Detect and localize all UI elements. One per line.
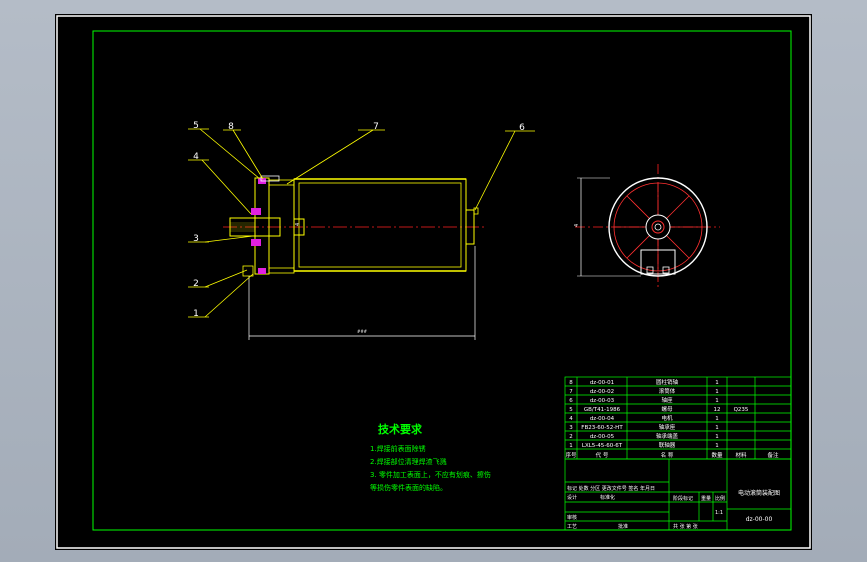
bom-r8-code: LXL5-45-60-6T bbox=[582, 443, 623, 449]
bom-h-code: 代 号 bbox=[596, 451, 609, 459]
bom-r4-mat: Q235 bbox=[734, 407, 749, 413]
tb-drawing-title: 电动滚筒装配图 bbox=[738, 489, 780, 497]
tech-line-3: 3. 零件加工表面上，不应有划痕、擦伤 bbox=[370, 470, 491, 479]
overall-length-label: ### bbox=[357, 329, 368, 334]
tb-scale-val: 1:1 bbox=[715, 510, 723, 516]
tb-sheets: 共 张 第 张 bbox=[673, 523, 698, 530]
inner-frame bbox=[92, 30, 792, 531]
base-mount bbox=[640, 249, 676, 275]
callout-5: 5 bbox=[193, 121, 199, 131]
bom-r8-name: 联轴器 bbox=[659, 441, 676, 449]
bom-r1-code: dz-00-01 bbox=[590, 380, 614, 386]
bearing-seat-lower bbox=[258, 268, 266, 274]
bom-r5-code: dz-00-04 bbox=[590, 416, 615, 422]
tech-line-2: 2.焊接部位清理焊渣飞溅 bbox=[370, 457, 447, 466]
bom-rows: 8 dz-00-01 圆柱销轴 1 7 dz-00-02 滚筒体 1 6 dz-… bbox=[565, 378, 779, 459]
tb-standard: 标准化 bbox=[600, 494, 615, 501]
drum-body bbox=[293, 178, 467, 272]
tb-process: 工艺 bbox=[567, 524, 577, 530]
tb-scale: 比例 bbox=[715, 495, 725, 502]
bom-table bbox=[564, 376, 792, 460]
bom-r2-name: 滚筒体 bbox=[659, 387, 676, 395]
tb-design: 设计 bbox=[567, 494, 577, 501]
callout-2: 2 bbox=[193, 279, 199, 289]
tb-revision-row: 标记 处数 分区 更改文件号 签名 年月日 bbox=[567, 485, 655, 492]
tb-approve: 批准 bbox=[618, 523, 628, 530]
callout-6: 6 bbox=[519, 123, 525, 133]
tech-line-1: 1.焊接前表面除锈 bbox=[370, 444, 426, 453]
assembly-drawing: 4 ### 5 8 7 6 4 3 2 1 bbox=[56, 15, 811, 549]
bom-r4-code: GB/T41-1986 bbox=[584, 407, 621, 413]
tb-weight: 重量 bbox=[701, 495, 711, 502]
callout-1: 1 bbox=[193, 309, 199, 319]
bom-r1-qty: 1 bbox=[715, 380, 719, 386]
bom-r1-name: 圆柱销轴 bbox=[656, 378, 679, 386]
bom-r3-name: 轴座 bbox=[661, 396, 673, 404]
bom-r8-qty: 1 bbox=[715, 443, 719, 449]
bom-r6-no: 3 bbox=[569, 425, 573, 431]
bom-r6-qty: 1 bbox=[715, 425, 719, 431]
tech-line-4: 等损伤零件表面的缺陷。 bbox=[370, 483, 447, 492]
bom-r2-qty: 1 bbox=[715, 389, 719, 395]
bom-r2-code: dz-00-02 bbox=[590, 389, 614, 395]
callout-4: 4 bbox=[193, 152, 199, 162]
title-block bbox=[564, 458, 792, 531]
bom-r5-no: 4 bbox=[569, 416, 573, 422]
bom-h-no: 序号 bbox=[565, 451, 577, 459]
bom-r7-no: 2 bbox=[569, 434, 573, 440]
tech-title: 技术要求 bbox=[378, 422, 423, 436]
bom-r8-no: 1 bbox=[569, 443, 573, 449]
bom-r4-qty: 12 bbox=[714, 407, 721, 413]
shaft-dim-label: 4 bbox=[295, 223, 301, 226]
bom-r7-code: dz-00-05 bbox=[590, 434, 615, 440]
bom-r3-no: 6 bbox=[569, 398, 573, 404]
callout-7: 7 bbox=[373, 122, 379, 132]
bom-h-name: 名 称 bbox=[661, 451, 674, 459]
bom-r4-name: 螺母 bbox=[661, 405, 673, 413]
hub bbox=[645, 214, 671, 240]
bom-r3-qty: 1 bbox=[715, 398, 719, 404]
bom-r7-qty: 1 bbox=[715, 434, 719, 440]
bom-h-note: 备注 bbox=[767, 451, 779, 459]
drum-end-outer bbox=[608, 177, 708, 277]
callout-3: 3 bbox=[193, 234, 199, 244]
tb-stage: 阶段标记 bbox=[673, 495, 693, 502]
drum-inner bbox=[298, 182, 462, 268]
bom-h-qty: 数量 bbox=[711, 451, 723, 459]
side-view: 4 bbox=[574, 164, 720, 289]
bom-h-mat: 材料 bbox=[735, 451, 747, 459]
bom-r7-name: 轴承端盖 bbox=[656, 432, 679, 440]
bom-r6-code: FB23-60-52-HT bbox=[581, 425, 623, 431]
left-flange bbox=[254, 177, 270, 275]
bom-r6-name: 轴承座 bbox=[659, 423, 676, 431]
outer-border bbox=[56, 15, 811, 549]
bom-r5-qty: 1 bbox=[715, 416, 719, 422]
bom-r2-no: 7 bbox=[569, 389, 573, 395]
front-view: 4 ### bbox=[223, 175, 487, 340]
bom-r3-code: dz-00-03 bbox=[590, 398, 615, 404]
bom-r4-no: 5 bbox=[569, 407, 573, 413]
callout-8: 8 bbox=[228, 122, 234, 132]
tb-check: 审核 bbox=[567, 514, 577, 521]
bom-r5-name: 电机 bbox=[661, 414, 673, 422]
callouts bbox=[188, 128, 535, 318]
motor bbox=[293, 218, 305, 236]
bom-r1-no: 8 bbox=[569, 380, 573, 386]
drawing-sheet: 4 ### 5 8 7 6 4 3 2 1 bbox=[55, 14, 812, 550]
side-dia-label: 4 bbox=[574, 224, 580, 227]
tech-requirements: 技术要求 1.焊接前表面除锈 2.焊接部位清理焊渣飞溅 3. 零件加工表面上，不… bbox=[370, 422, 491, 492]
tb-drawing-no: dz-00-00 bbox=[746, 516, 773, 523]
